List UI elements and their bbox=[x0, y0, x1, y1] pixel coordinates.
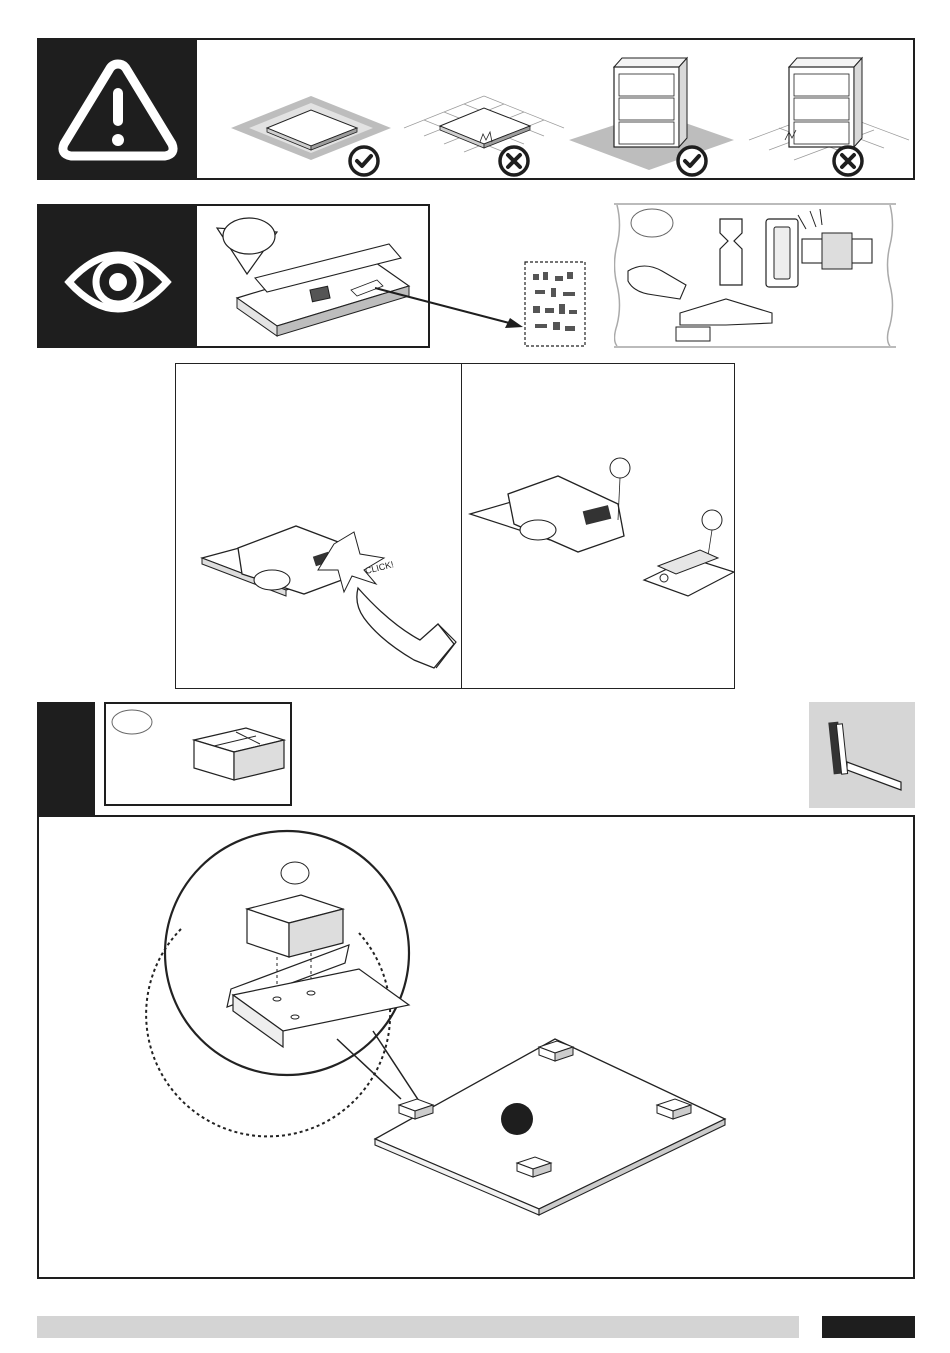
hammer-icon bbox=[809, 702, 915, 808]
cross-circle-icon bbox=[497, 144, 531, 178]
hinge-detail-card bbox=[614, 203, 896, 348]
hinge-steps-panel: CLICK! bbox=[175, 363, 735, 689]
assembly-panel bbox=[37, 815, 915, 1279]
check-circle-icon bbox=[347, 144, 381, 178]
scene-cabinet-on-soft-surface bbox=[564, 52, 739, 177]
hinge-detach-icon bbox=[468, 454, 734, 684]
tool-box bbox=[809, 702, 915, 808]
part-callout bbox=[104, 702, 292, 806]
check-circle-icon bbox=[675, 144, 709, 178]
page-number-box bbox=[822, 1316, 915, 1338]
cross-circle-icon bbox=[831, 144, 865, 178]
scene-cabinet-on-hard-floor bbox=[739, 52, 914, 177]
warning-panel bbox=[37, 38, 915, 180]
foot-block-icon bbox=[106, 704, 290, 804]
eye-badge bbox=[39, 206, 197, 346]
scene-panel-on-hard-floor bbox=[394, 90, 574, 175]
hardware-bag-icon bbox=[523, 260, 587, 348]
hinge-detail-icon bbox=[614, 205, 896, 346]
warning-triangle-icon bbox=[39, 40, 197, 178]
footer-bar bbox=[37, 1316, 799, 1338]
step-marker bbox=[37, 702, 95, 816]
foot-assembly-icon bbox=[39, 817, 913, 1277]
arrow-to-bag bbox=[375, 282, 525, 342]
inspect-panel bbox=[37, 204, 430, 348]
hand-press-icon: CLICK! bbox=[194, 514, 462, 684]
eye-icon bbox=[39, 206, 197, 346]
warning-badge bbox=[39, 40, 197, 178]
